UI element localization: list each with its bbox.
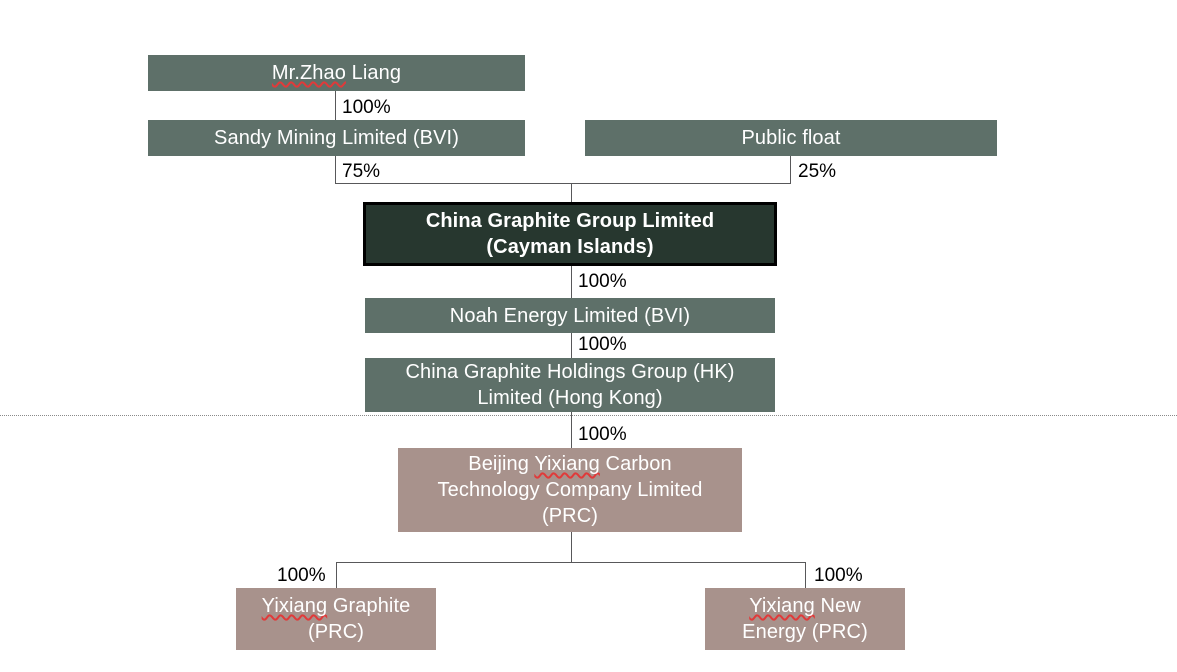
connector-bus-to-newenergy [805, 562, 806, 588]
connector-hk-to-beijing [571, 412, 572, 448]
edge-label-noah-to-hk: 100% [578, 334, 627, 355]
node-sandy-mining-label: Sandy Mining Limited (BVI) [214, 127, 459, 149]
spellcheck-word-mrzhao: Mr.Zhao [271, 62, 346, 84]
connector-beijing-down [571, 532, 572, 562]
edge-label-zhao-to-sandy: 100% [342, 97, 391, 118]
node-sandy-mining[interactable]: Sandy Mining Limited (BVI) [148, 120, 525, 156]
connector-bus-to-graphite [336, 562, 337, 588]
node-beijing-yixiang-line3: (PRC) [541, 505, 599, 527]
node-beijing-yixiang-line1-prefix: Beijing [468, 453, 535, 475]
edge-label-beijing-to-newenergy: 100% [814, 565, 863, 586]
spellcheck-word-yixiang-beijing: Yixiang [534, 453, 600, 475]
spellcheck-word-yixiang-graphite: Yixiang [261, 595, 328, 617]
node-public-float-label: Public float [741, 127, 841, 149]
connector-bus-to-group [571, 183, 572, 203]
node-beijing-yixiang-line1-suffix: Carbon [599, 453, 672, 475]
connector-float-down [790, 155, 791, 183]
node-china-graphite-group-line2: (Cayman Islands) [486, 236, 654, 258]
node-china-graphite-group[interactable]: China Graphite Group Limited (Cayman Isl… [363, 202, 777, 266]
node-public-float[interactable]: Public float [585, 120, 997, 156]
connector-shareholder-bus [335, 183, 791, 184]
edge-label-group-to-noah: 100% [578, 271, 627, 292]
node-noah-energy-label: Noah Energy Limited (BVI) [449, 304, 691, 327]
connector-sandy-down [335, 155, 336, 183]
edge-label-beijing-to-graphite: 100% [277, 565, 326, 586]
node-yixiang-graphite-line2: (PRC) [307, 621, 365, 643]
node-cg-holdings-hk-line1: China Graphite Holdings Group (HK) [405, 361, 735, 383]
node-beijing-yixiang-line2: Technology Company Limited [437, 479, 703, 501]
edge-label-float-to-group: 25% [798, 161, 837, 182]
spellcheck-word-yixiang-newenergy: Yixiang [749, 595, 815, 617]
node-yixiang-new-energy-line1-suffix: New [814, 595, 861, 617]
edge-label-sandy-to-group: 75% [342, 161, 381, 182]
node-china-graphite-group-label: China Graphite Group Limited (Cayman Isl… [372, 208, 768, 260]
node-zhao-liang-label-suffix: Liang [345, 62, 402, 84]
node-yixiang-new-energy-line2: Energy (PRC) [742, 621, 868, 643]
node-noah-energy[interactable]: Noah Energy Limited (BVI) [365, 298, 775, 333]
node-yixiang-graphite-line1-suffix: Graphite [327, 595, 411, 617]
node-yixiang-graphite-label: Yixiang Graphite (PRC) [242, 593, 430, 645]
connector-group-to-noah [571, 265, 572, 298]
node-zhao-liang[interactable]: Mr.Zhao Liang [148, 55, 525, 91]
connector-zhao-to-sandy [335, 90, 336, 120]
node-cg-holdings-hk-label: China Graphite Holdings Group (HK) Limit… [371, 359, 769, 411]
node-yixiang-graphite[interactable]: Yixiang Graphite (PRC) [236, 588, 436, 650]
node-cg-holdings-hk-line2: Limited (Hong Kong) [477, 387, 663, 409]
node-china-graphite-group-line1: China Graphite Group Limited [425, 210, 715, 232]
node-zhao-liang-label: Mr.Zhao Liang [154, 60, 519, 86]
connector-subsidiary-bus [336, 562, 806, 563]
node-cg-holdings-hk[interactable]: China Graphite Holdings Group (HK) Limit… [365, 358, 775, 412]
connector-noah-to-hk [571, 332, 572, 358]
edge-label-hk-to-beijing: 100% [578, 424, 627, 445]
jurisdiction-divider [0, 415, 1177, 416]
